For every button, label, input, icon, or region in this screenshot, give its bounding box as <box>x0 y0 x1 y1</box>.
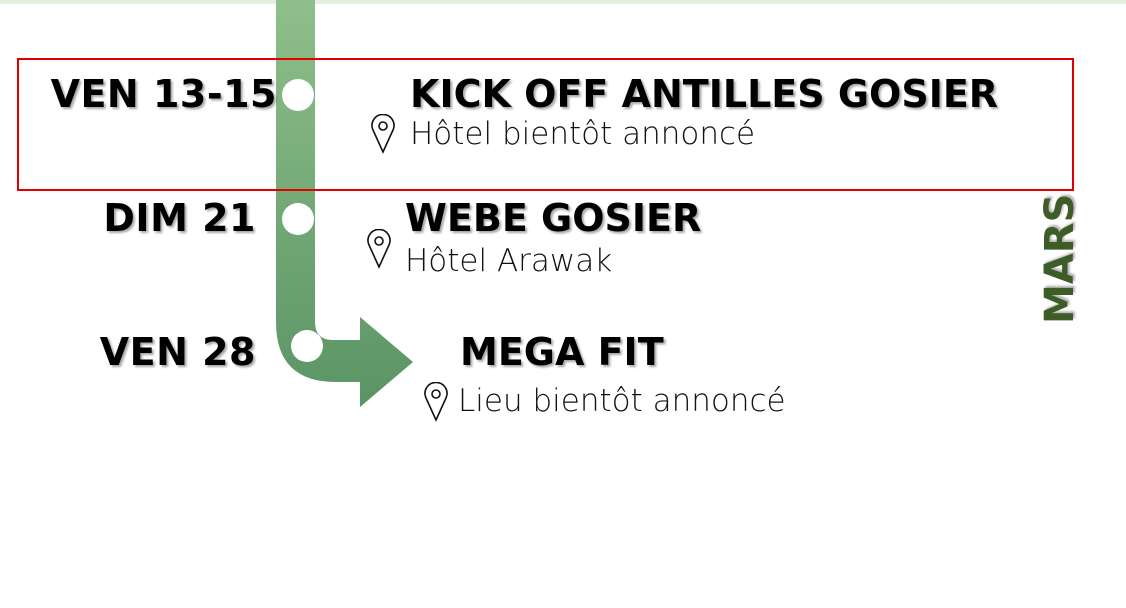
timeline-dot <box>282 79 314 111</box>
event-title: WEBE GOSIER <box>405 196 702 240</box>
map-pin-icon <box>367 229 391 269</box>
event-date: DIM 21 <box>103 196 256 240</box>
timeline-dot <box>291 330 323 362</box>
event-location: Lieu bientôt annoncé <box>458 383 786 419</box>
event-date: VEN 13-15 <box>50 72 277 116</box>
month-label: MARS <box>1037 193 1083 324</box>
event-date: VEN 28 <box>99 330 256 374</box>
top-divider <box>0 0 1126 4</box>
event-location: Hôtel bientôt annoncé <box>410 116 756 152</box>
selection-highlight <box>17 58 1074 191</box>
event-title: KICK OFF ANTILLES GOSIER <box>410 72 999 116</box>
map-pin-icon <box>371 114 395 154</box>
map-pin-icon <box>424 382 448 422</box>
event-location: Hôtel Arawak <box>405 243 613 279</box>
timeline-dot <box>282 203 314 235</box>
event-title: MEGA FIT <box>460 330 664 374</box>
